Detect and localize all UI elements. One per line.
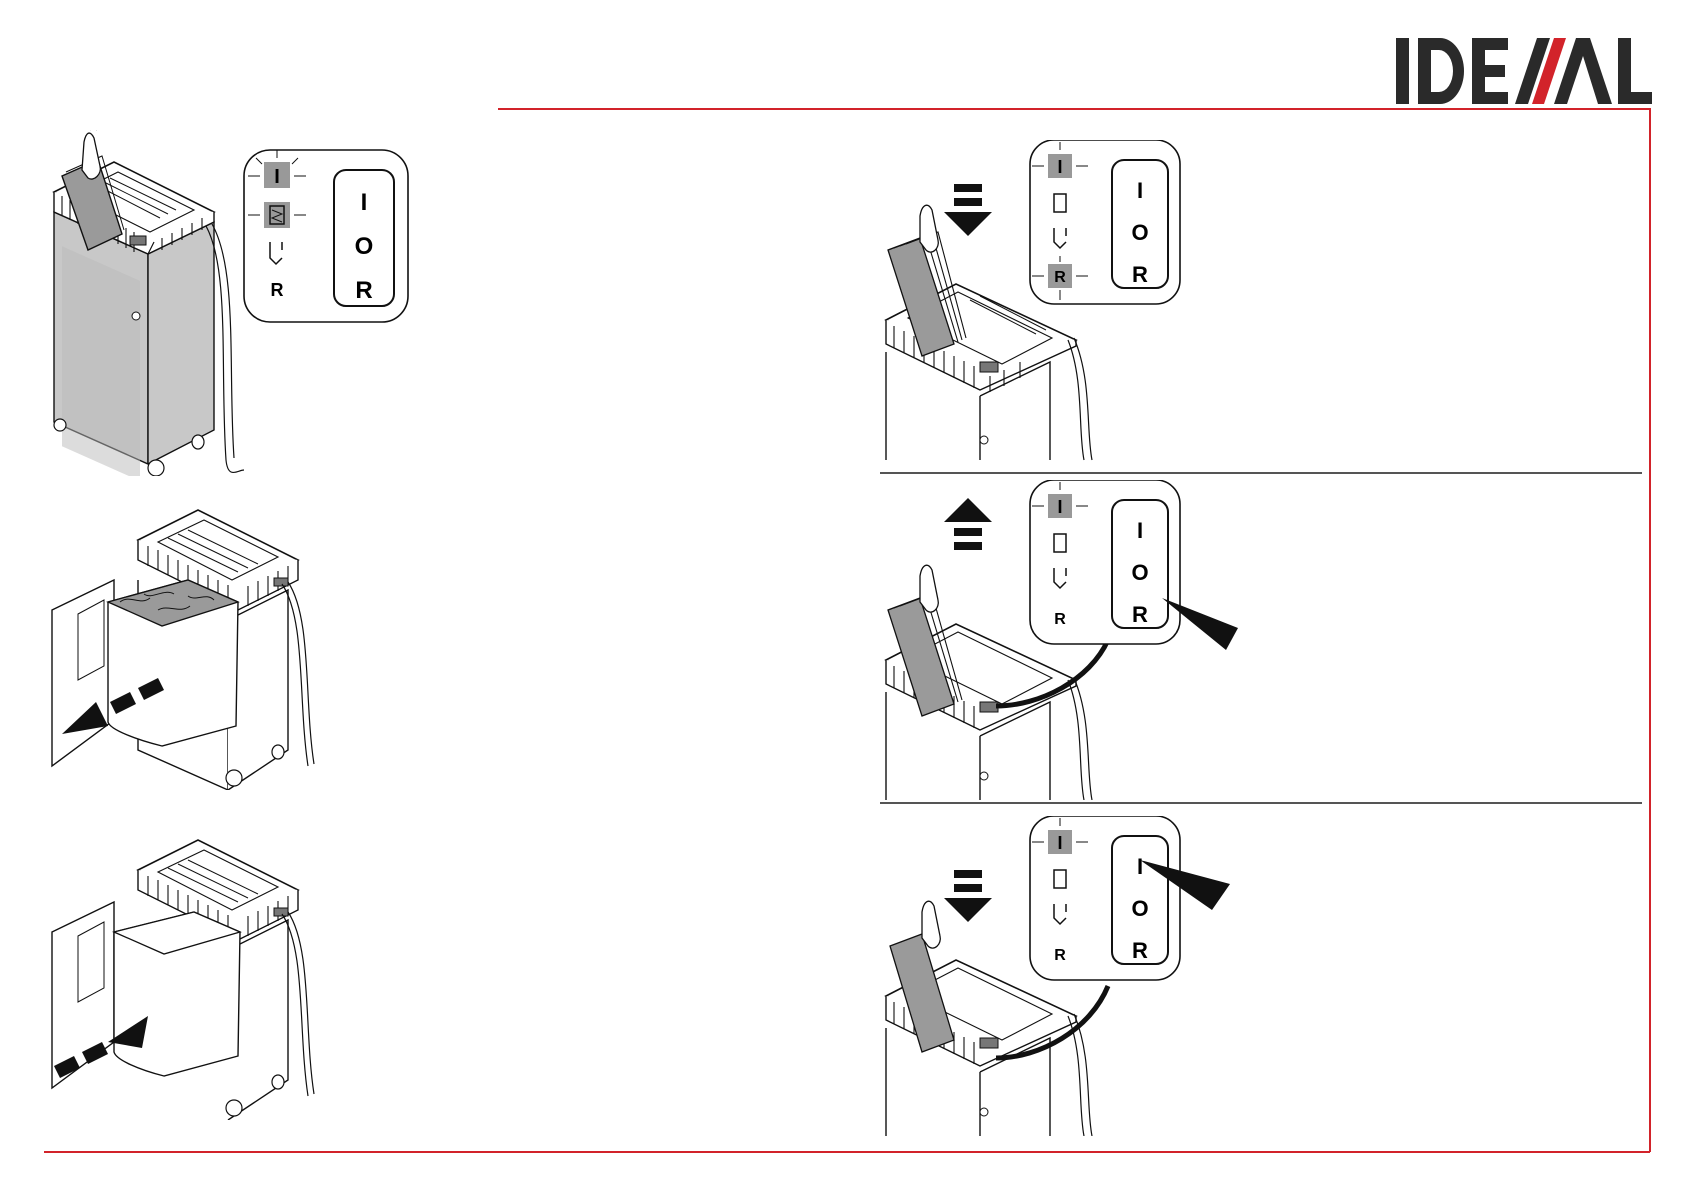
reverse-label: R xyxy=(1132,262,1148,287)
control-panel: I O R I R xyxy=(1030,140,1180,304)
illustration-remove-waste-bag xyxy=(48,490,348,790)
footer-rule xyxy=(44,1151,1650,1153)
right-frame-rule xyxy=(1649,108,1651,1152)
on-label: I xyxy=(1137,854,1143,879)
reverse-indicator-label: R xyxy=(271,280,284,300)
reverse-indicator-label: R xyxy=(1054,611,1066,628)
illustration-press-reverse-remove-paper: I O R I R xyxy=(880,480,1250,800)
divider-rule xyxy=(880,472,1642,474)
illustration-insert-empty-bag xyxy=(48,820,348,1120)
arrow-down-icon xyxy=(944,870,992,922)
on-label: I xyxy=(361,189,368,216)
reverse-indicator-label: R xyxy=(1054,269,1066,286)
on-label: I xyxy=(1137,178,1143,203)
on-indicator-label: I xyxy=(1057,833,1062,853)
control-panel: I O R I R xyxy=(1030,480,1180,644)
off-label: O xyxy=(1131,220,1148,245)
ideal-logo xyxy=(1396,36,1652,108)
illustration-press-on-refeed-paper: I O R I R xyxy=(880,816,1250,1136)
header-rule xyxy=(498,108,1650,110)
shredder-illustration xyxy=(54,130,244,476)
control-panel: I O R I R xyxy=(244,150,408,322)
off-label: O xyxy=(1131,560,1148,585)
control-panel: I O R I R xyxy=(1030,816,1180,980)
reverse-label: R xyxy=(1132,938,1148,963)
on-indicator-label: I xyxy=(1057,497,1062,517)
divider-rule xyxy=(880,802,1642,804)
on-label: I xyxy=(1137,518,1143,543)
off-label: O xyxy=(355,233,374,260)
arrow-up-icon xyxy=(944,498,992,550)
off-label: O xyxy=(1131,896,1148,921)
illustration-feed-paper-full-bin: I O R I R xyxy=(48,130,418,476)
reverse-label: R xyxy=(355,277,372,304)
arrow-down-icon xyxy=(944,184,992,236)
on-indicator-label: I xyxy=(274,166,280,188)
illustration-paper-overload-jam: I O R I R xyxy=(880,140,1200,470)
on-indicator-label: I xyxy=(1057,157,1062,177)
reverse-label: R xyxy=(1132,602,1148,627)
reverse-indicator-label: R xyxy=(1054,947,1066,964)
